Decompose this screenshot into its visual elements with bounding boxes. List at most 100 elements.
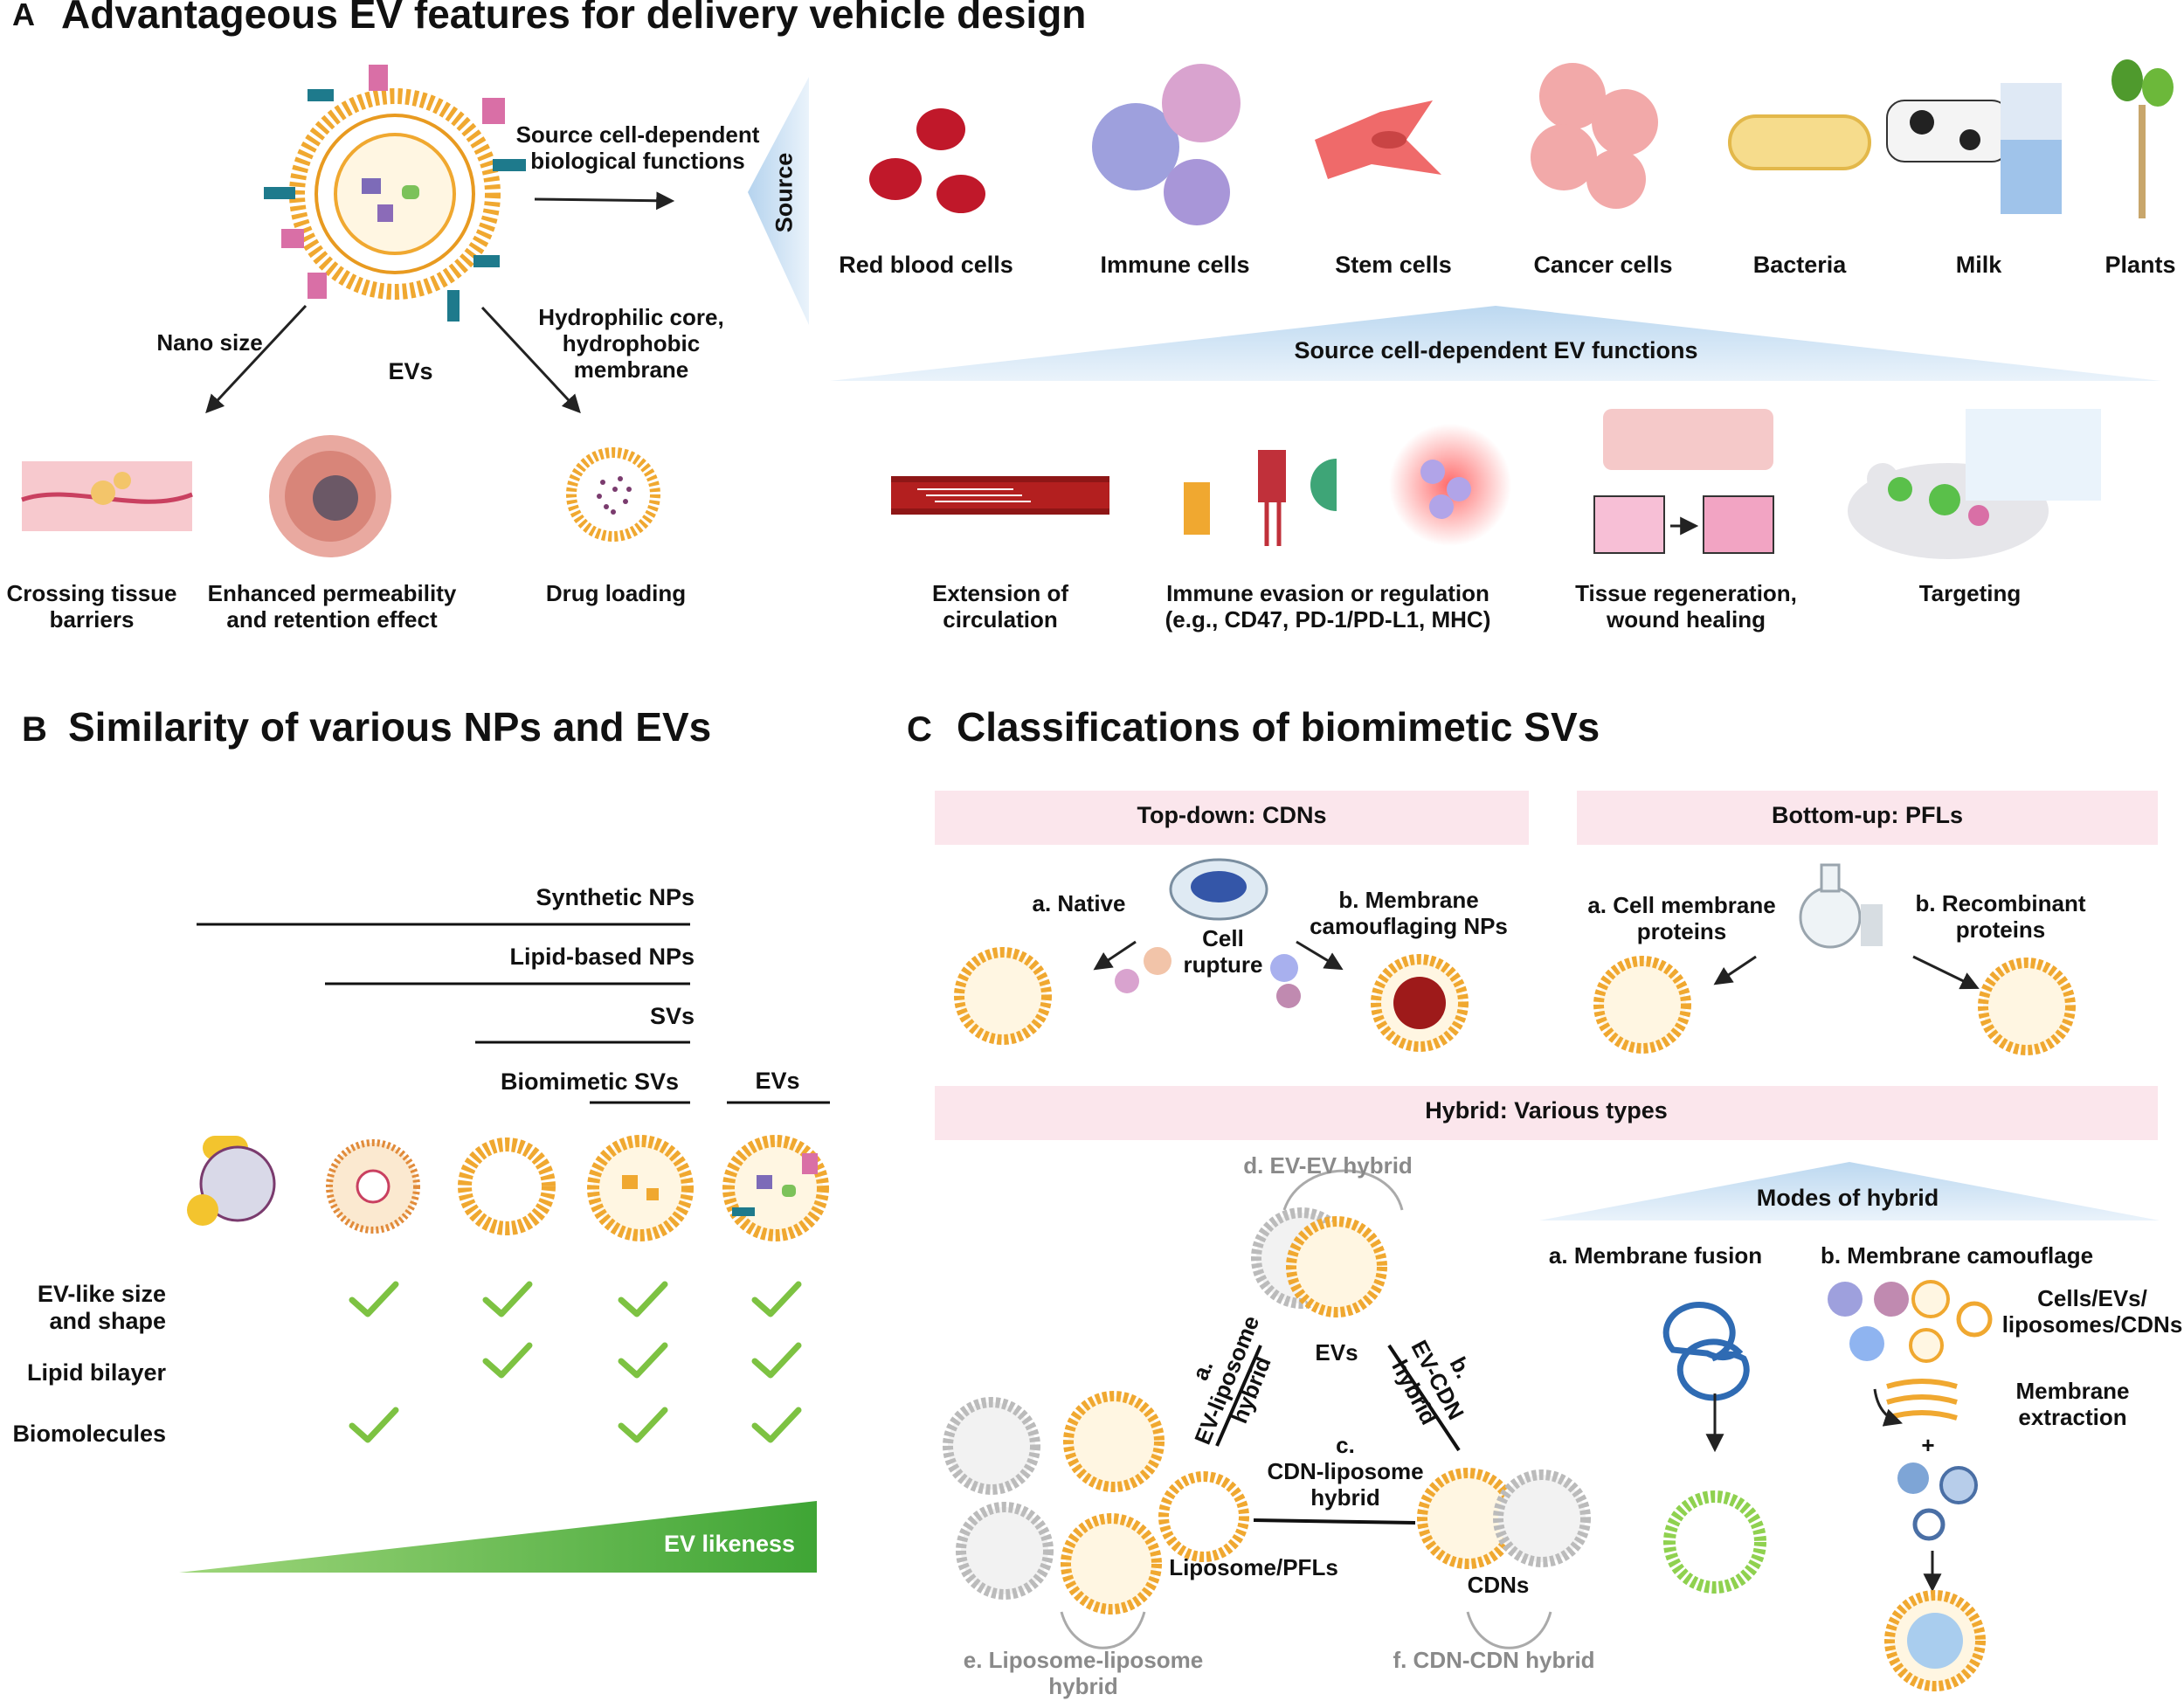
plant-icon [2111, 59, 2174, 218]
ev-vesicle-icon [264, 65, 526, 322]
tissue-regeneration-icon [1593, 409, 1774, 554]
category-label: Biomimetic SVs [500, 1068, 680, 1095]
hybrid-cdn-label: CDNs [1467, 1572, 1530, 1598]
feature-label: Drug loading [545, 580, 687, 606]
mode-b-label: b. Membrane camouflage [1820, 1242, 2094, 1269]
source-item: Plants [2105, 252, 2176, 278]
row-label: EV-like size and shape [37, 1281, 166, 1335]
mode-b-cells-label: Cells/EVs/ liposomes/CDNs [2001, 1285, 2183, 1338]
arrow-core-label: Hydrophilic core, hydrophobic membrane [538, 304, 724, 383]
tissue-barrier-icon [21, 461, 193, 531]
arrow-source-label: Source cell-dependent biological functio… [515, 121, 760, 174]
red-blood-cell-icon [869, 108, 985, 213]
panel-a-title: Advantageous EV features for delivery ve… [61, 0, 1087, 37]
source-wedge [748, 77, 809, 325]
source-item: Red blood cells [839, 252, 1013, 278]
feature-label: Enhanced permeability and retention effe… [207, 580, 457, 633]
bacteria-icon [1728, 114, 1871, 170]
drug-loaded-vesicle-icon [566, 447, 660, 542]
check-mark [751, 1407, 802, 1443]
check-mark [482, 1342, 533, 1379]
mode-b-plus: + [1921, 1432, 1935, 1458]
bottomup-a-label: a. Cell membrane proteins [1587, 892, 1776, 944]
sv-icon [458, 1137, 556, 1235]
source-item: Immune cells [1100, 252, 1250, 278]
stem-cell-icon [1315, 100, 1441, 179]
cells-icon-c [1115, 947, 1301, 1008]
function-label: Immune evasion or regulation (e.g., CD47… [1165, 580, 1491, 633]
core-particles-icon [1897, 1462, 1978, 1541]
ev-likeness-label: EV likeness [663, 1531, 796, 1557]
hybrid-liposome-label: Liposome/PFLs [1169, 1554, 1338, 1580]
panel-a-art [21, 59, 2174, 559]
targeting-mouse-icon [1848, 409, 2101, 559]
modes-band [1539, 1162, 2160, 1220]
pfl-a-icon [1593, 956, 1691, 1054]
panel-a-letter: A [12, 0, 35, 32]
mode-a-label: a. Membrane fusion [1548, 1242, 1763, 1269]
check-mark [618, 1281, 668, 1317]
topdown-header-bar [935, 791, 1529, 845]
function-label: Tissue regeneration, wound healing [1575, 580, 1797, 633]
category-label: SVs [649, 1003, 695, 1029]
hybrid-ev-label: EVs [1315, 1339, 1358, 1366]
check-mark [751, 1342, 802, 1379]
ev-label: EVs [388, 358, 433, 384]
source-item: Cancer cells [1533, 252, 1673, 278]
ev-functions-title: Source cell-dependent EV functions [1294, 337, 1698, 363]
native-cdn-icon [954, 947, 1052, 1045]
function-label: Targeting [1918, 580, 2022, 606]
feature-label: Crossing tissue barriers [6, 580, 177, 633]
source-item: Milk [1955, 252, 2002, 278]
category-label: Synthetic NPs [536, 884, 695, 910]
topdown-title: Top-down: CDNs [1137, 802, 1327, 828]
immune-receptor-icon [1184, 424, 1511, 546]
pfl-b-icon [1978, 958, 2076, 1055]
lipid-np-icon [326, 1139, 420, 1234]
panel-c-letter: C [907, 710, 932, 749]
ev-functions-band [830, 306, 2161, 381]
arrow-nano-label: Nano size [156, 329, 263, 356]
panel-b-letter: B [22, 710, 47, 749]
hybrid-f-label: f. CDN-CDN hybrid [1393, 1647, 1595, 1673]
ev-icon-b [722, 1135, 829, 1241]
check-mark [349, 1407, 399, 1443]
hybrid-e-label: e. Liposome-liposome hybrid [963, 1647, 1204, 1699]
topdown-a-label: a. Native [1032, 890, 1126, 916]
source-item: Stem cells [1335, 252, 1452, 278]
ev-likeness-gradient [179, 1501, 817, 1573]
category-label: EVs [755, 1068, 800, 1094]
membrane-fusion-icon [1662, 1302, 1750, 1401]
fused-vesicle-icon [1663, 1490, 1766, 1594]
topdown-center-label: Cell rupture [1183, 925, 1263, 978]
cancer-cell-icon [1531, 63, 1658, 209]
row-label: Biomolecules [12, 1421, 166, 1447]
petri-dish-icon [1169, 858, 1268, 921]
check-mark [482, 1281, 533, 1317]
panel-b-title: Similarity of various NPs and EVs [68, 704, 712, 750]
row-label: Lipid bilayer [26, 1359, 166, 1386]
bottomup-title: Bottom-up: PFLs [1772, 802, 1963, 828]
check-mark [618, 1342, 668, 1379]
panel-c-title: Classifications of biomimetic SVs [957, 704, 1600, 750]
synthetic-np-icon [187, 1136, 276, 1226]
check-marks [349, 1281, 802, 1443]
topdown-b-label: b. Membrane camouflaging NPs [1310, 887, 1508, 939]
camouflaged-particle-icon [1884, 1590, 1986, 1691]
membrane-camouflaged-np-icon [1371, 954, 1469, 1052]
cdn-hybrid-icon [1417, 1468, 1591, 1569]
flask-icon [1799, 863, 1883, 949]
check-mark [618, 1407, 668, 1443]
blood-vessel-icon [891, 476, 1109, 515]
hybrid-ev-icon [1251, 1207, 1387, 1317]
mode-b-extraction-label: Membrane extraction [2015, 1378, 2130, 1430]
panel-b-art [179, 923, 830, 1573]
hybrid-title: Hybrid: Various types [1425, 1097, 1668, 1124]
immune-cell-icon [1092, 64, 1241, 225]
bottomup-b-label: b. Recombinant proteins [1915, 890, 2086, 943]
membrane-extraction-icon [1873, 1379, 1958, 1427]
hybrid-header-bar [935, 1086, 2158, 1140]
milk-icon [1886, 83, 2062, 214]
